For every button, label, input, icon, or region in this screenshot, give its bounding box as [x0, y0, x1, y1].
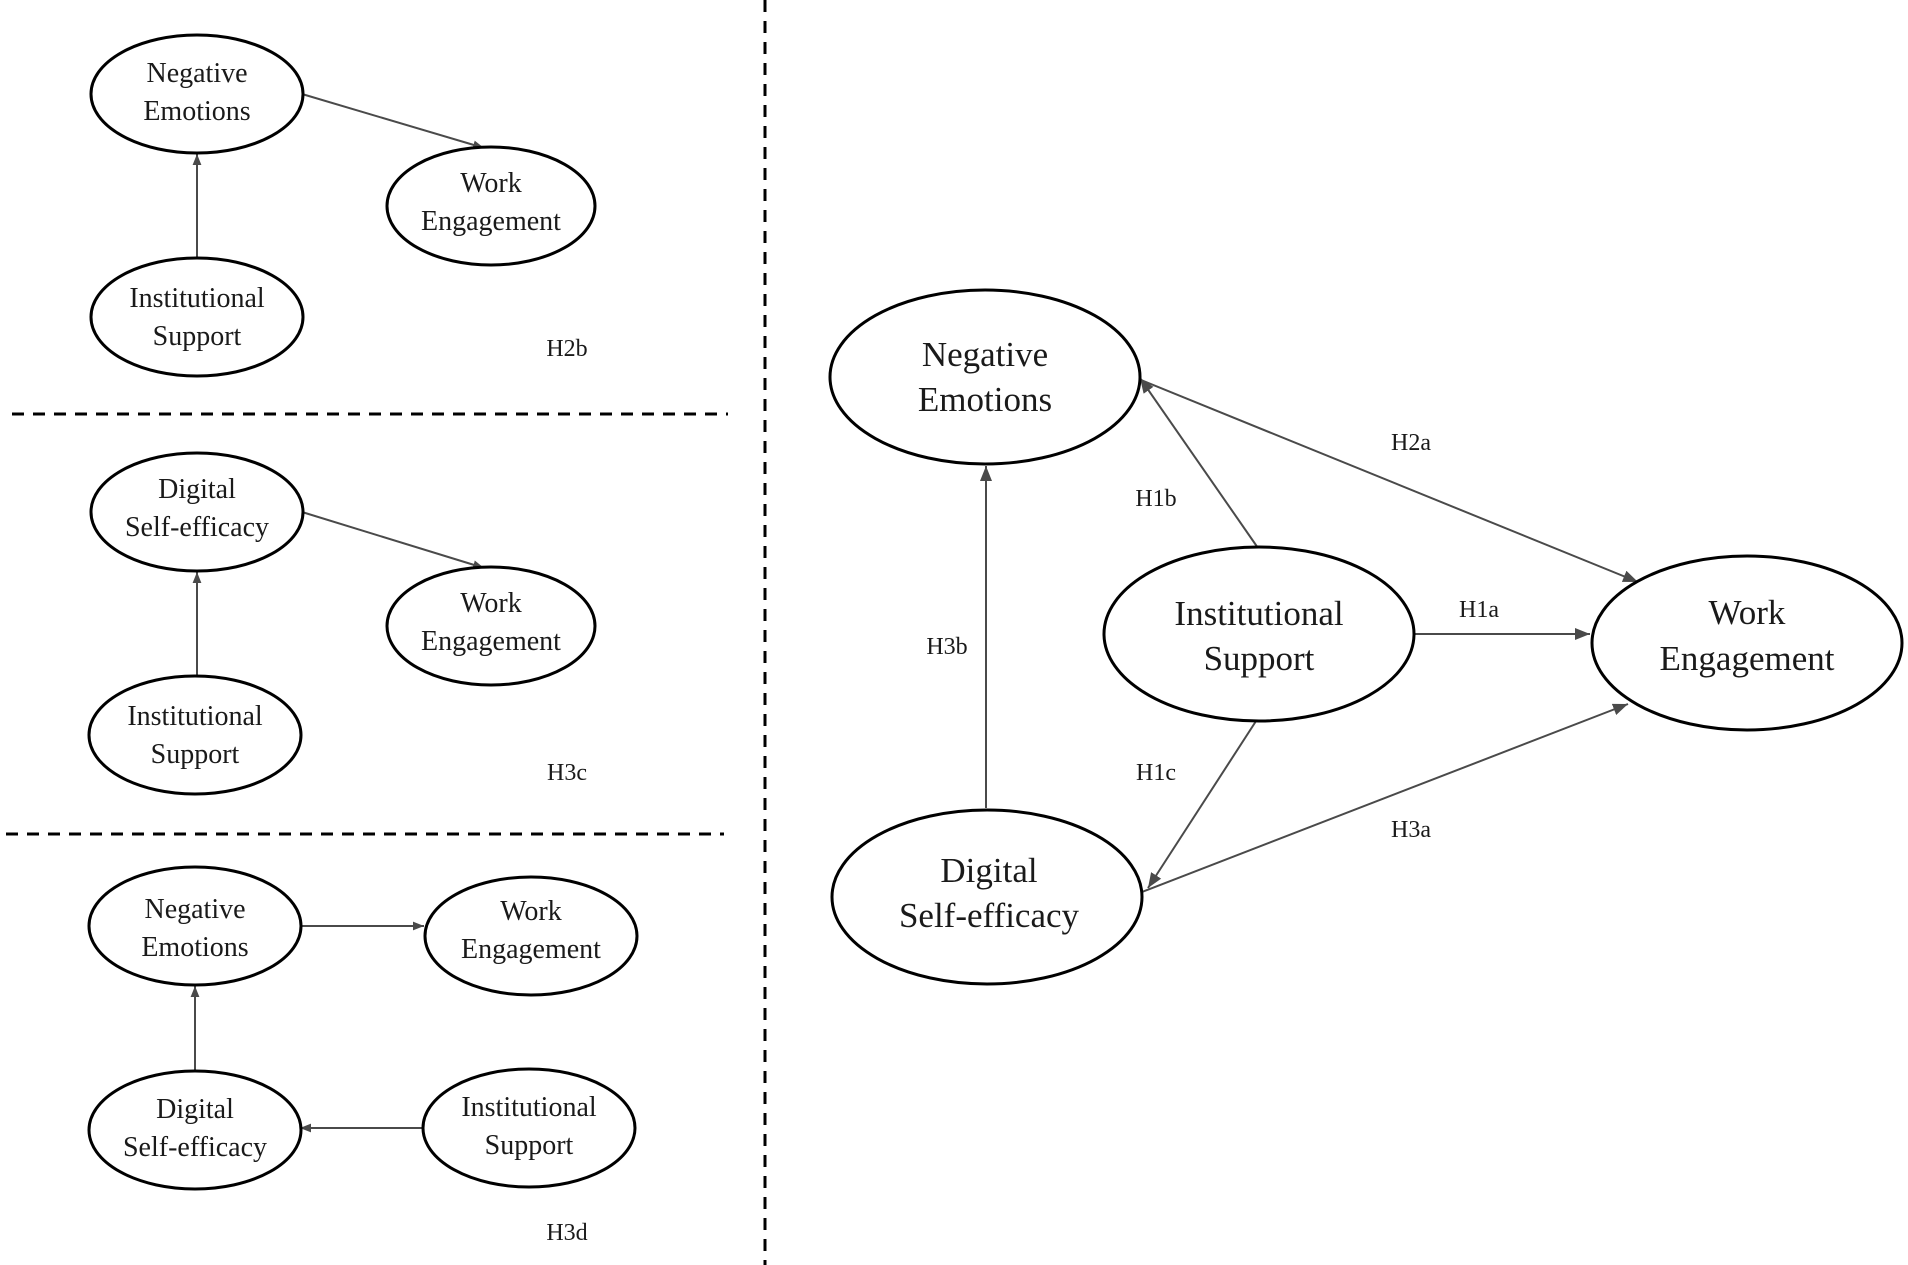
node-label-line1: Digital [158, 474, 236, 505]
node-label-line1: Work [460, 168, 522, 199]
node-institutional-support: Institutional Support [87, 674, 303, 796]
node-label-line1: Digital [156, 1094, 234, 1125]
edge-dse-to-we [301, 511, 485, 569]
node-label-line2: Engagement [421, 626, 561, 657]
hypothesis-label-h2a: H2a [1391, 430, 1431, 456]
hypothesis-label-h3b: H3b [926, 634, 967, 660]
panel-label-h3d: H3d [546, 1220, 587, 1246]
node-work-engagement: Work Engagement [1590, 554, 1904, 732]
node-work-engagement: Work Engagement [385, 145, 597, 267]
hypothesis-label-h1a: H1a [1459, 597, 1499, 623]
edge-ne-to-we-h2a [1135, 377, 1639, 583]
node-label-line2: Emotions [143, 96, 250, 127]
node-work-engagement: Work Engagement [385, 565, 597, 687]
node-institutional-support: Institutional Support [1102, 545, 1416, 723]
node-label-line2: Support [485, 1130, 574, 1161]
node-label-line1: Work [1709, 593, 1786, 632]
node-negative-emotions: Negative Emotions [828, 288, 1142, 466]
node-label-line2: Engagement [421, 206, 561, 237]
panel-h3c: Digital Self-efficacy Work Engagement In… [87, 451, 597, 796]
edge-is-to-dse-h1c [1147, 717, 1259, 889]
panel-label-h2b: H2b [546, 336, 587, 362]
node-label-line2: Support [153, 321, 242, 352]
edge-ne-to-we [301, 93, 485, 150]
panel-h2b: Negative Emotions Work Engagement Instit… [89, 33, 597, 378]
edge-dse-to-we-h3a [1141, 703, 1629, 893]
node-label-line2: Self-efficacy [123, 1132, 267, 1163]
hypothesis-label-h1b: H1b [1135, 486, 1176, 512]
node-label-line2: Self-efficacy [125, 512, 269, 543]
node-label-line1: Negative [144, 894, 245, 925]
node-label-line2: Emotions [918, 380, 1052, 419]
panel-label-h3c: H3c [547, 760, 587, 786]
node-label-line1: Work [460, 588, 522, 619]
node-label-line2: Support [1204, 639, 1315, 678]
hypothesis-label-h3a: H3a [1391, 817, 1431, 843]
node-label-line1: Institutional [129, 283, 265, 314]
node-label-line1: Institutional [127, 701, 263, 732]
node-label-line1: Digital [940, 851, 1037, 890]
node-digital-self-efficacy: Digital Self-efficacy [89, 451, 305, 573]
panel-h3d: Negative Emotions Work Engagement Digita… [87, 865, 639, 1246]
node-label-line1: Work [500, 896, 562, 927]
node-label-line2: Emotions [141, 932, 248, 963]
node-negative-emotions: Negative Emotions [87, 865, 303, 987]
node-label-line2: Self-efficacy [899, 896, 1080, 935]
node-label-line2: Engagement [1660, 639, 1835, 678]
node-digital-self-efficacy: Digital Self-efficacy [87, 1069, 303, 1191]
node-label-line1: Negative [922, 335, 1048, 374]
node-work-engagement: Work Engagement [423, 875, 639, 997]
node-institutional-support: Institutional Support [89, 256, 305, 378]
node-digital-self-efficacy: Digital Self-efficacy [830, 808, 1144, 986]
node-label-line1: Institutional [461, 1092, 597, 1123]
node-label-line2: Support [151, 739, 240, 770]
node-label-line1: Institutional [1174, 594, 1343, 633]
edge-is-to-ne-h1b [1139, 377, 1259, 549]
node-label-line2: Engagement [461, 934, 601, 965]
main-model: Negative Emotions Institutional Support … [828, 288, 1904, 986]
node-negative-emotions: Negative Emotions [89, 33, 305, 155]
hypothesis-label-h1c: H1c [1136, 760, 1176, 786]
node-institutional-support: Institutional Support [421, 1067, 637, 1189]
node-label-line1: Negative [146, 58, 247, 89]
